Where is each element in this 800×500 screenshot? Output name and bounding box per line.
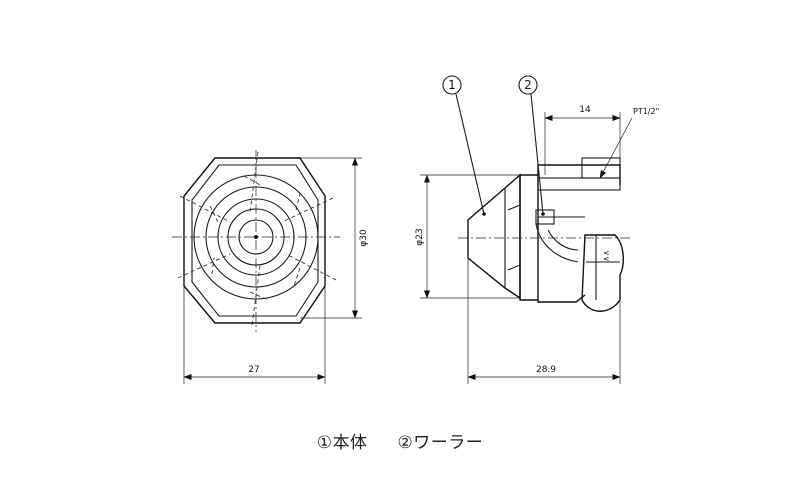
height-dimension: φ30	[359, 229, 369, 247]
parts-legend: ①本体 ②ワーラー	[0, 428, 800, 453]
thread-section	[537, 177, 621, 191]
side-view: ∨∨ φ23 28.9 14 PT1/2" 1 2	[415, 75, 659, 384]
balloon-body	[442, 75, 462, 95]
balloon-whirler	[518, 75, 538, 95]
whirler-curve	[535, 223, 579, 263]
body-bottom	[537, 294, 586, 303]
thread-spec-label: PT1/2"	[633, 107, 659, 116]
hex-nut-end	[581, 234, 624, 312]
cone-tip	[467, 173, 521, 300]
balloon-whirler-number: 2	[524, 78, 532, 92]
legend-item-whirler: ②ワーラー	[397, 433, 484, 453]
balloon-whirler-leader	[530, 93, 544, 215]
diameter-dimension: φ23	[415, 228, 425, 245]
balloon-body-number: 1	[448, 78, 456, 92]
width-dimension: 27	[248, 365, 259, 375]
whirler-insert	[535, 209, 555, 225]
nut-mark: ∨∨	[602, 250, 611, 262]
length-dimension: 28.9	[536, 365, 556, 375]
legend-item-body: ①本体	[316, 433, 368, 453]
whirler-vanes	[177, 151, 337, 326]
thread-upper	[581, 157, 621, 179]
hex-body-section	[519, 174, 539, 301]
thread-depth-dimension: 14	[579, 105, 591, 115]
front-view: 27 φ30	[172, 150, 369, 384]
body-top	[537, 164, 621, 185]
balloon-body-leader	[455, 93, 485, 215]
